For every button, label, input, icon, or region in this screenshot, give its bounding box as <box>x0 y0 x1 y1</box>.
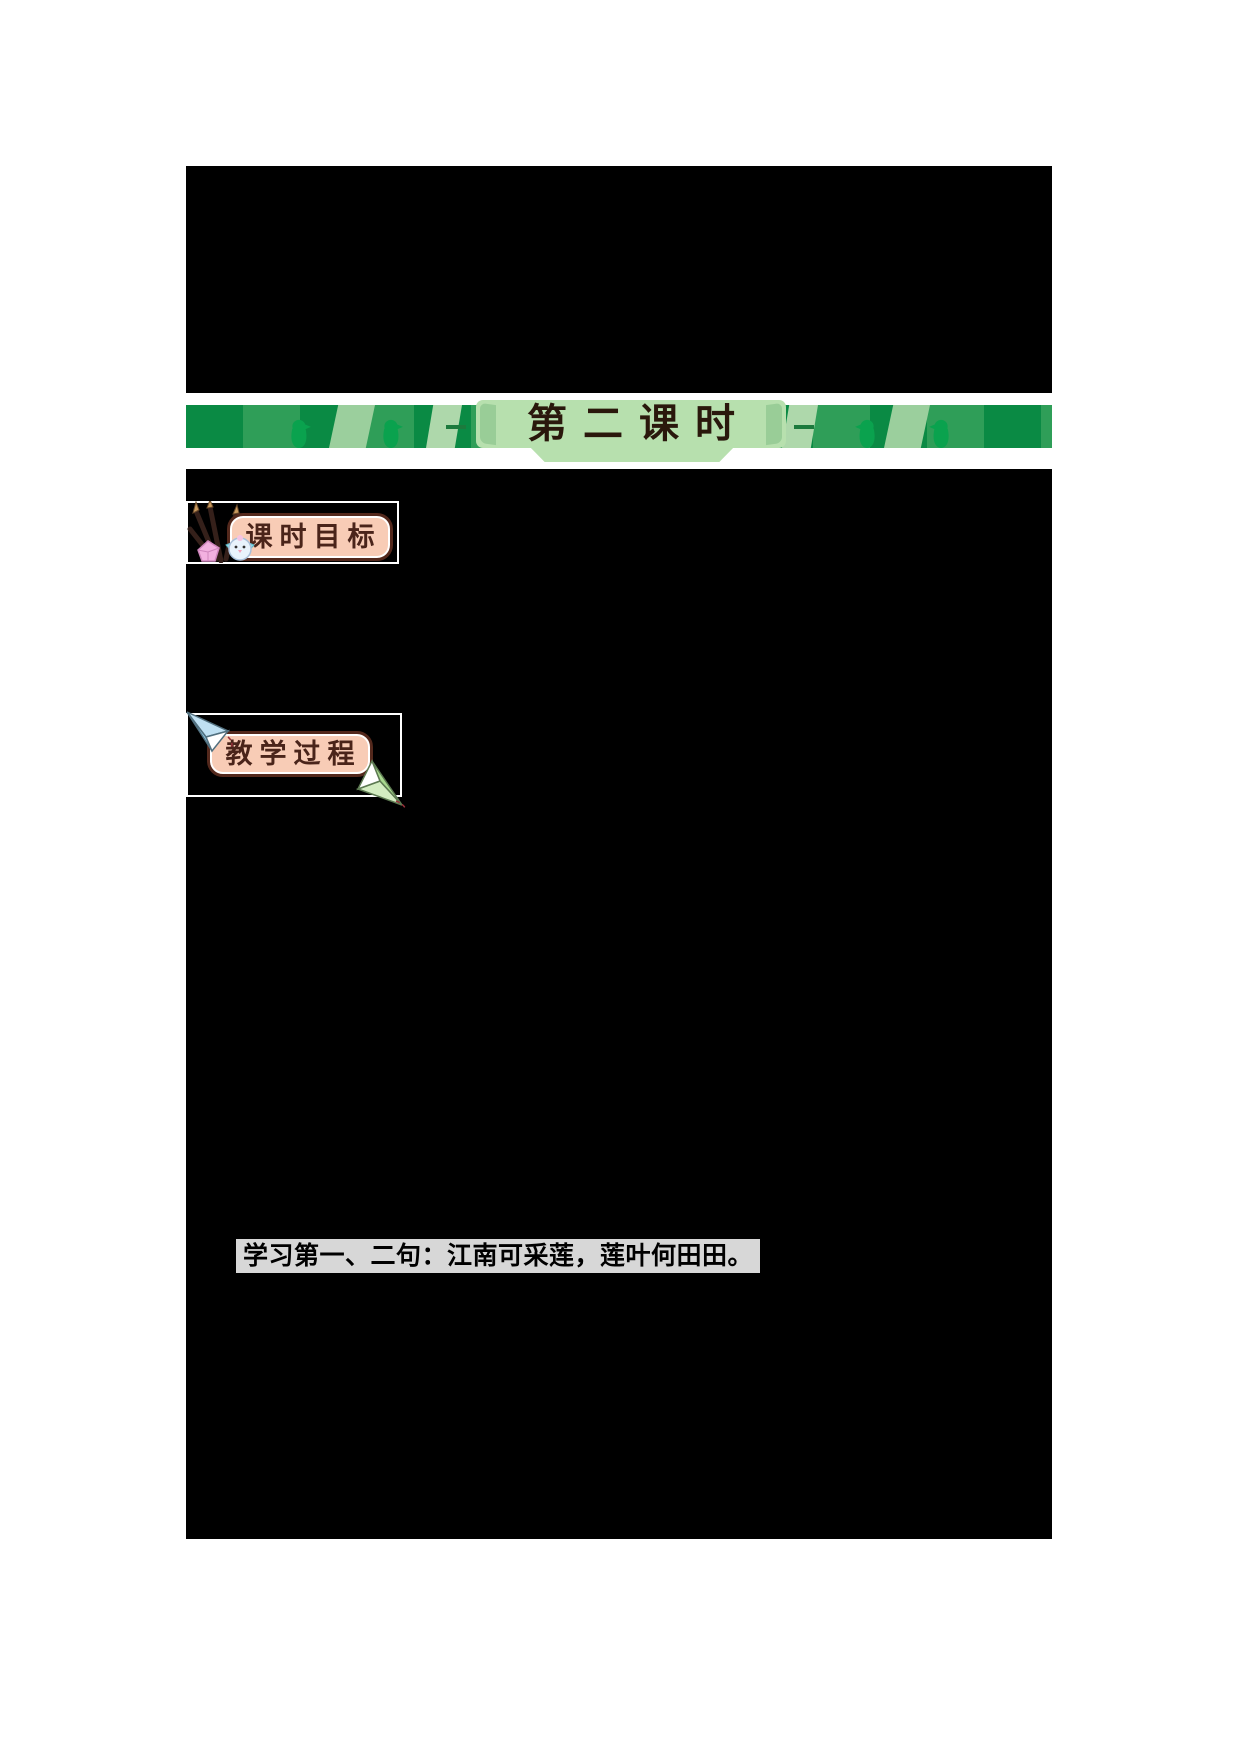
redacted-block-top <box>186 166 1052 393</box>
banner-dash-left <box>446 425 466 429</box>
redacted-block-main <box>186 469 1052 1539</box>
banner-dash-right <box>794 425 814 429</box>
lesson-banner-title: 第二课时 <box>527 400 751 447</box>
penguin-icon <box>929 419 949 448</box>
process-pill: 教学过程 <box>207 731 373 777</box>
paper-plane-blue-icon <box>186 711 233 753</box>
objectives-pill: 课时目标 <box>227 513 393 561</box>
process-label: 教学过程 <box>225 738 362 770</box>
objectives-label: 课时目标 <box>245 521 382 553</box>
banner-plaque: 第二课时 <box>476 400 786 448</box>
objectives-badge: 课时目标 <box>186 501 399 564</box>
process-badge: 教学过程 <box>186 711 407 811</box>
highlighted-sentence: 学习第一、二句：江南可采莲，莲叶何田田。 <box>236 1239 761 1273</box>
penguin-icon <box>291 419 311 448</box>
paper-plane-green-icon <box>355 759 407 811</box>
banner-trapezoid <box>884 405 930 448</box>
banner-plaque-tab <box>528 446 736 462</box>
pink-gem-icon <box>197 540 220 562</box>
chick-icon <box>225 535 255 561</box>
banner-trapezoid <box>329 405 375 448</box>
highlighted-sentence-text: 学习第一、二句：江南可采莲，莲叶何田田。 <box>243 1241 754 1270</box>
penguin-icon <box>855 419 875 448</box>
penguin-icon <box>383 419 403 448</box>
